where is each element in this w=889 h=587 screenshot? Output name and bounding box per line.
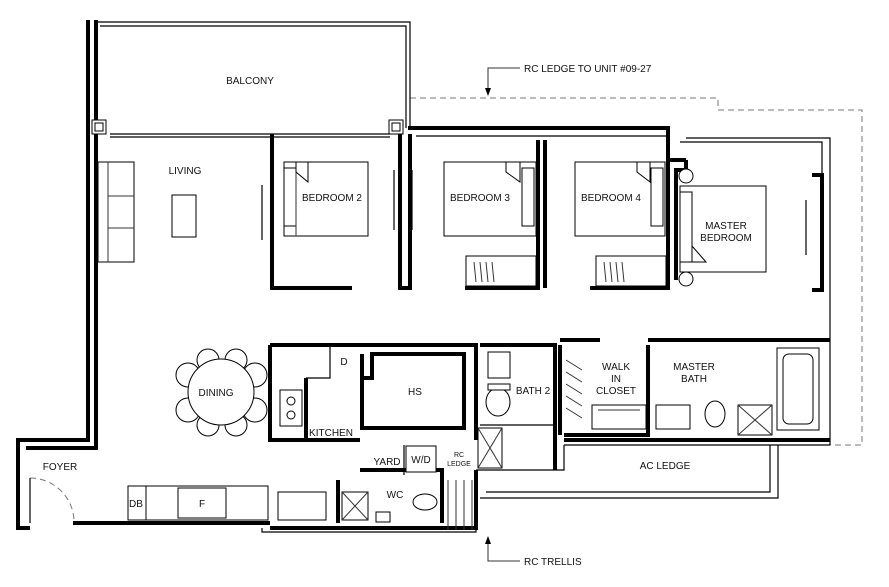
label-bedroom3: BEDROOM 3 xyxy=(450,193,510,204)
label-rc-ledge-unit: RC LEDGE TO UNIT #09-27 xyxy=(524,64,652,75)
bedroom-walls xyxy=(261,134,807,290)
label-d: D xyxy=(340,357,347,368)
label-master-bath-1: MASTER xyxy=(673,362,715,373)
label-closet: CLOSET xyxy=(596,386,636,397)
label-rc-ledge-2: LEDGE xyxy=(447,461,471,468)
label-walk: WALK xyxy=(602,362,630,373)
bed-bedroom2 xyxy=(283,161,369,237)
bed-bedroom4 xyxy=(574,161,666,237)
walk-in-and-master-bath xyxy=(558,338,830,437)
foyer-area xyxy=(29,477,269,523)
label-balcony: BALCONY xyxy=(226,76,274,87)
callout-rc-ledge xyxy=(485,67,520,96)
columns xyxy=(91,119,404,135)
bath2 xyxy=(477,343,557,470)
wardrobes xyxy=(465,255,667,287)
bed-bedroom3 xyxy=(443,161,537,237)
label-wd: W/D xyxy=(411,455,430,466)
label-db: DB xyxy=(129,499,143,510)
callout-rc-trellis xyxy=(485,536,520,562)
label-hs: HS xyxy=(408,387,422,398)
label-foyer: FOYER xyxy=(43,462,77,473)
ac-ledge xyxy=(261,445,779,533)
label-rc-trellis: RC TRELLIS xyxy=(524,557,582,568)
label-living: LIVING xyxy=(169,166,202,177)
yard-wc-block xyxy=(277,445,473,530)
sofa xyxy=(97,161,135,263)
label-bedroom4: BEDROOM 4 xyxy=(581,193,641,204)
label-master-bedroom-2: BEDROOM xyxy=(700,233,752,244)
label-f: F xyxy=(199,499,205,510)
label-kitchen: KITCHEN xyxy=(309,428,353,439)
label-master-bedroom-1: MASTER xyxy=(705,221,747,232)
label-bath2: BATH 2 xyxy=(516,386,551,397)
label-bedroom2: BEDROOM 2 xyxy=(302,193,362,204)
bed-master xyxy=(678,168,767,287)
label-dining: DINING xyxy=(199,388,234,399)
coffee-table xyxy=(171,194,197,238)
label-yard: YARD xyxy=(373,457,400,468)
label-ac-ledge: AC LEDGE xyxy=(640,461,691,472)
kitchen-walls xyxy=(268,343,478,442)
exterior-walls xyxy=(16,20,831,530)
label-in: IN xyxy=(611,374,621,385)
balcony-area xyxy=(96,21,411,138)
label-master-bath-2: BATH xyxy=(681,374,707,385)
dining-table xyxy=(175,348,268,437)
rc-ledge-outline xyxy=(410,97,863,446)
label-rc-ledge-1: RC xyxy=(454,452,464,459)
label-wc: WC xyxy=(387,490,404,501)
